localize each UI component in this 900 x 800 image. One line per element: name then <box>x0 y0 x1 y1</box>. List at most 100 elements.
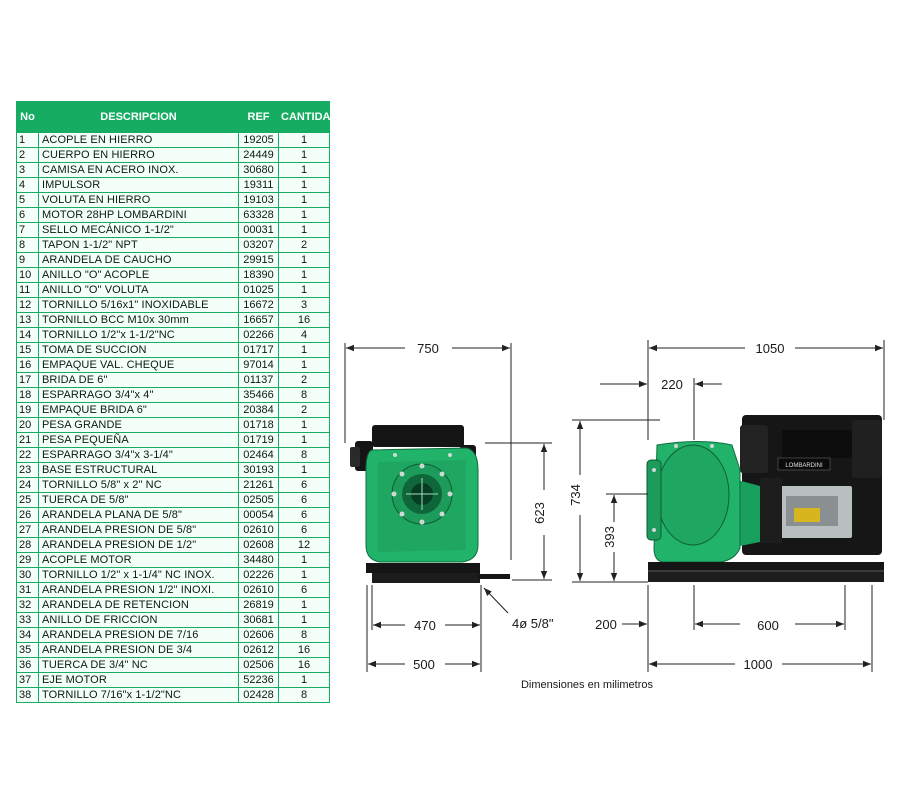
cell-ref: 02428 <box>238 687 279 703</box>
cell-description: ARANDELA PLANA DE 5/8" <box>38 507 239 523</box>
cell-quantity: 1 <box>278 267 330 283</box>
cell-quantity: 2 <box>278 402 330 418</box>
cell-description: TORNILLO 1/2"x 1-1/2"NC <box>38 327 239 343</box>
cell-ref: 02610 <box>238 582 279 598</box>
cell-description: BASE ESTRUCTURAL <box>38 462 239 478</box>
cell-no: 26 <box>16 507 39 523</box>
cell-no: 21 <box>16 432 39 448</box>
cell-no: 4 <box>16 177 39 193</box>
dim-side-length: 1050 <box>756 341 785 356</box>
cell-ref: 34480 <box>238 552 279 568</box>
cell-quantity: 6 <box>278 507 330 523</box>
dim-side-base-inner: 600 <box>757 618 779 633</box>
cell-ref: 03207 <box>238 237 279 253</box>
cell-description: TORNILLO 5/16x1" INOXIDABLE <box>38 297 239 313</box>
cell-description: ARANDELA PRESION DE 7/16 <box>38 627 239 643</box>
cell-description: PESA GRANDE <box>38 417 239 433</box>
cell-no: 29 <box>16 552 39 568</box>
cell-quantity: 8 <box>278 627 330 643</box>
cell-description: EJE MOTOR <box>38 672 239 688</box>
cell-ref: 01025 <box>238 282 279 298</box>
cell-ref: 24449 <box>238 147 279 163</box>
cell-ref: 18390 <box>238 267 279 283</box>
cell-ref: 30193 <box>238 462 279 478</box>
header-quantity: CANTIDAD <box>278 101 338 133</box>
cell-no: 27 <box>16 522 39 538</box>
side-dimension-lines <box>572 340 885 672</box>
cell-quantity: 1 <box>278 252 330 268</box>
dimensions-caption: Dimensiones en milimetros <box>521 679 654 691</box>
cell-description: TORNILLO 7/16"x 1-1/2"NC <box>38 687 239 703</box>
cell-ref: 01718 <box>238 417 279 433</box>
cell-no: 7 <box>16 222 39 238</box>
cell-no: 6 <box>16 207 39 223</box>
cell-description: TOMA DE SUCCION <box>38 342 239 358</box>
cell-no: 8 <box>16 237 39 253</box>
header-no: No <box>16 101 39 133</box>
cell-no: 1 <box>16 132 39 148</box>
cell-ref: 52236 <box>238 672 279 688</box>
engine-brand-logo: LOMBARDINI <box>785 463 823 469</box>
cell-ref: 00031 <box>238 222 279 238</box>
cell-description: TORNILLO 5/8" x 2" NC <box>38 477 239 493</box>
dim-front-base: 470 <box>414 618 436 633</box>
cell-no: 30 <box>16 567 39 583</box>
cell-ref: 26819 <box>238 597 279 613</box>
dim-front-width: 750 <box>417 341 439 356</box>
cell-no: 34 <box>16 627 39 643</box>
cell-no: 12 <box>16 297 39 313</box>
cell-no: 25 <box>16 492 39 508</box>
cell-ref: 02226 <box>238 567 279 583</box>
cell-no: 2 <box>16 147 39 163</box>
dim-side-axis-height: 393 <box>602 526 617 548</box>
header-ref: REF <box>238 101 279 133</box>
dim-side-base-outer: 1000 <box>744 657 773 672</box>
cell-quantity: 2 <box>278 372 330 388</box>
cell-ref: 63328 <box>238 207 279 223</box>
cell-quantity: 1 <box>278 207 330 223</box>
side-view-pump: LOMBARDINI <box>646 415 884 582</box>
cell-ref: 20384 <box>238 402 279 418</box>
cell-quantity: 16 <box>278 657 330 673</box>
cell-no: 11 <box>16 282 39 298</box>
cell-description: ANILLO "O" VOLUTA <box>38 282 239 298</box>
cell-ref: 02266 <box>238 327 279 343</box>
cell-quantity: 16 <box>278 642 330 658</box>
cell-no: 3 <box>16 162 39 178</box>
cell-description: ESPARRAGO 3/4"x 3-1/4" <box>38 447 239 463</box>
cell-description: ARANDELA PRESION 1/2" INOXI. <box>38 582 239 598</box>
cell-description: ARANDELA DE CAUCHO <box>38 252 239 268</box>
cell-no: 10 <box>16 267 39 283</box>
cell-quantity: 1 <box>278 192 330 208</box>
cell-ref: 30680 <box>238 162 279 178</box>
cell-no: 37 <box>16 672 39 688</box>
cell-ref: 01137 <box>238 372 279 388</box>
cell-quantity: 8 <box>278 687 330 703</box>
cell-description: PESA PEQUEÑA <box>38 432 239 448</box>
cell-quantity: 6 <box>278 522 330 538</box>
cell-no: 18 <box>16 387 39 403</box>
cell-quantity: 1 <box>278 147 330 163</box>
dim-front-height: 623 <box>532 502 547 524</box>
cell-quantity: 12 <box>278 537 330 553</box>
cell-description: ESPARRAGO 3/4"x 4" <box>38 387 239 403</box>
cell-description: TORNILLO 1/2" x 1-1/4" NC INOX. <box>38 567 239 583</box>
cell-description: ARANDELA PRESION DE 1/2" <box>38 537 239 553</box>
